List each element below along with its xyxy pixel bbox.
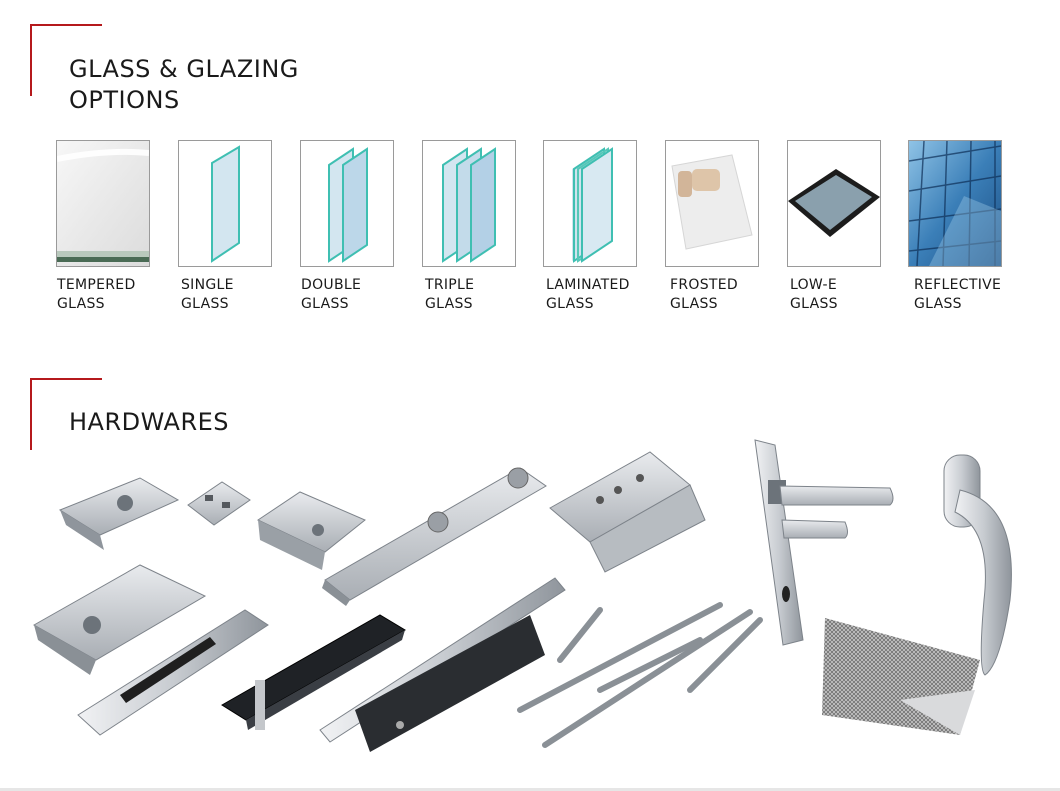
section-bracket-glass [30,24,102,96]
latch-bracket [256,491,366,570]
corner-connector [58,477,180,550]
window-handle [943,454,1012,676]
section-title-hardware: HARDWARES [69,408,230,436]
laminated-glass-image [543,140,637,267]
section-title-glass-line1: GLASS & GLAZING [69,55,299,83]
section-title-glass: GLASS & GLAZING OPTIONS [69,54,299,116]
window-stay [517,602,763,748]
low-e-glass-image [787,140,881,267]
hardware-collage [32,439,1012,752]
tempered-glass-image [56,140,150,267]
hinge [549,451,706,573]
triple-glass-image [422,140,516,267]
black-lock [221,614,406,730]
double-glass-image [300,140,394,267]
small-connector-block [187,481,251,526]
single-glass-image [178,140,272,267]
multipoint-lock [319,577,566,752]
section-bracket-hardware [30,378,102,450]
frosted-glass-image [665,140,759,267]
bottom-divider [0,788,1060,791]
flush-bolt [77,609,269,736]
reflective-glass-image [908,140,1002,267]
door-handle [754,439,894,646]
roller-slider [322,467,547,606]
sash-lock-plate [32,564,207,675]
insect-mesh [822,618,980,735]
section-title-glass-line2: OPTIONS [69,86,180,114]
